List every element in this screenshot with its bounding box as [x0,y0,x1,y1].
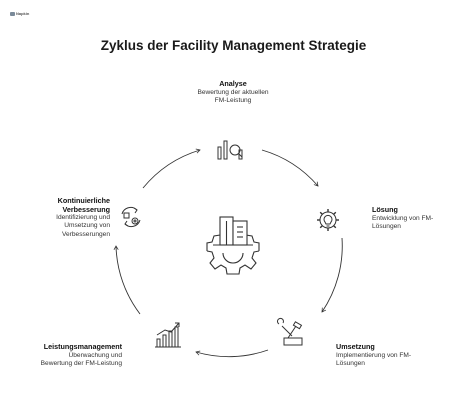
arrow-verbesserung-to-analyse [142,148,201,189]
step-analyse-heading: Analyse [219,79,247,88]
analysis-icon [217,140,243,160]
arrow-leistung-to-verbesserung [113,245,141,315]
step-verbesserung-desc-2: Umsetzung von [64,222,110,230]
gear-bulb-icon [317,209,339,231]
logo: Napkin [10,11,29,16]
step-leistungsmanagement-heading: Leistungsmanagement [43,342,122,351]
step-umsetzung-desc-1: Implementierung von FM- [336,351,412,359]
arrow-umsetzung-to-leistung [195,349,269,358]
page-title: Zyklus der Facility Management Strategie [100,38,367,53]
building-gear-icon [206,216,260,275]
cycle-gear-icon [121,206,141,228]
step-analyse-desc-1: Bewertung der aktuellen [197,88,269,96]
cycle-arrows [113,148,343,358]
tools-icon [276,317,303,346]
step-analyse-desc-2: FM-Leistung [214,96,252,104]
step-umsetzung: Umsetzung Implementierung von FM- Lösung… [336,342,456,368]
step-analyse: Analyse Bewertung der aktuellen FM-Leist… [165,79,301,105]
step-umsetzung-desc-2: Lösungen [336,359,365,367]
step-verbesserung-desc-1: Identifizierung und [56,214,110,222]
logo-mark-icon [10,11,15,16]
step-verbesserung-desc-3: Verbesserungen [61,230,110,238]
logo-text: Napkin [16,11,30,16]
step-leistungsmanagement: Leistungsmanagement Überwachung und Bewe… [8,342,122,368]
step-leistungsmanagement-desc-2: Bewertung der FM-Leistung [40,359,122,367]
step-loesung-heading: Lösung [372,205,398,214]
step-loesung-desc-1: Entwicklung von FM- [372,214,434,222]
step-loesung: Lösung Entwicklung von FM- Lösungen [372,205,462,231]
arrow-loesung-to-umsetzung [321,237,343,313]
step-umsetzung-heading: Umsetzung [336,342,375,351]
bar-chart-icon [155,322,181,348]
step-verbesserung-heading-1: Kontinuierliche [57,196,110,205]
step-loesung-desc-2: Lösungen [372,222,401,230]
step-verbesserung-heading-2: Verbesserung [62,204,110,214]
arrow-analyse-to-loesung [261,149,319,187]
step-verbesserung: Kontinuierliche Verbesserung Identifizie… [8,196,110,239]
step-leistungsmanagement-desc-1: Überwachung und [68,351,122,359]
